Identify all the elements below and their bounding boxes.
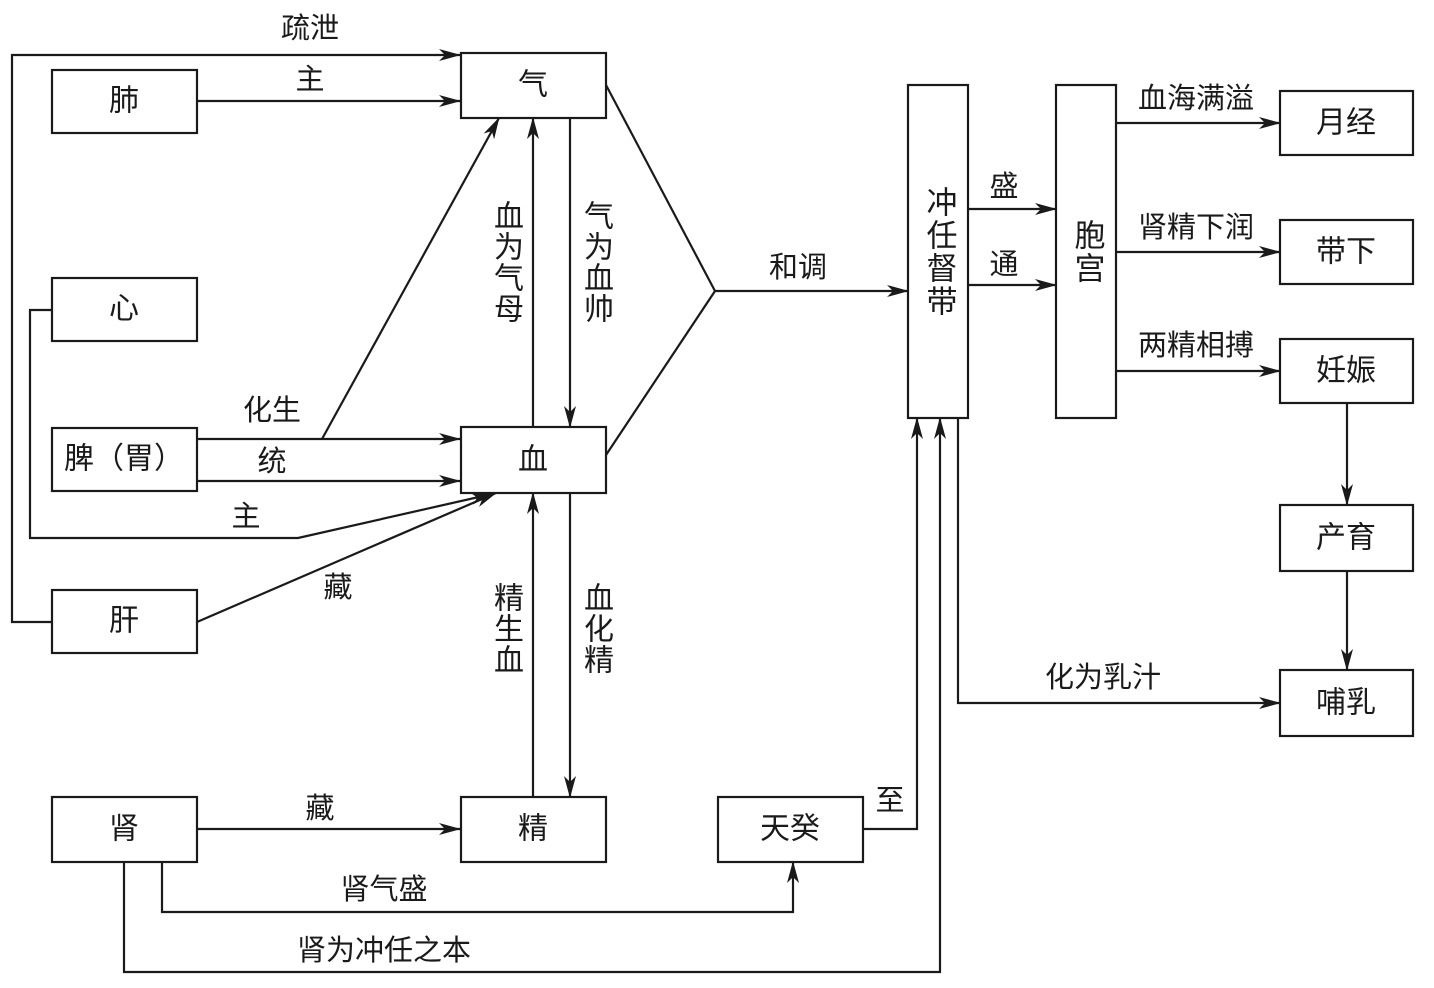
edge-kidney-chongren <box>122 417 946 974</box>
label-spleen-qi: 化生 <box>243 393 301 427</box>
label-harmony: 和调 <box>769 250 827 284</box>
node-kidney-label: 肾 <box>109 812 139 847</box>
label-liver-qi: 疏泄 <box>281 11 339 45</box>
edge-spleen-qi <box>321 117 500 440</box>
label-kidney-root: 肾为冲任之本 <box>297 933 471 967</box>
label-blood-to-essence: 血化精 <box>578 582 613 675</box>
label-two-essences: 两精相搏 <box>1138 328 1254 362</box>
node-leukorrhea: 带下 <box>1278 218 1415 286</box>
node-qi: 气 <box>459 51 608 120</box>
edge-liver-qi <box>10 49 461 624</box>
node-birth-label: 产育 <box>1316 521 1376 556</box>
node-blood-label: 血 <box>518 443 548 478</box>
label-heart-blood: 主 <box>231 499 260 533</box>
label-unobstructed: 通 <box>989 247 1018 281</box>
label-to-milk: 化为乳汁 <box>1045 660 1161 694</box>
node-qi-label: 气 <box>518 68 548 103</box>
edge-liver-blood <box>196 491 497 624</box>
label-blood-to-qi: 血为气母 <box>488 200 523 324</box>
edge-qi-converge <box>605 84 717 456</box>
node-tiangui: 天癸 <box>716 795 865 864</box>
node-liver: 肝 <box>50 588 199 655</box>
node-chongren: 冲任督带 <box>906 83 970 420</box>
label-prosperous: 盛 <box>989 169 1018 203</box>
node-heart: 心 <box>50 276 199 343</box>
node-tiangui-label: 天癸 <box>760 812 820 847</box>
edge-heart-blood <box>28 308 493 540</box>
label-kidney-essence: 藏 <box>305 791 334 825</box>
node-essence: 精 <box>459 795 608 864</box>
node-heart-label: 心 <box>109 292 139 327</box>
node-essence-label: 精 <box>518 812 548 847</box>
node-uterus-label: 胞宫 <box>1068 219 1105 285</box>
node-pregnancy: 妊娠 <box>1278 337 1415 405</box>
label-liver-blood: 藏 <box>323 570 352 604</box>
label-arrive: 至 <box>875 783 904 817</box>
label-kidney-moisten: 肾精下润 <box>1138 210 1254 244</box>
label-kidney-qi-full: 肾气盛 <box>340 872 427 906</box>
node-liver-label: 肝 <box>109 604 139 639</box>
edge-tiangui-chongren <box>863 417 923 831</box>
node-lung-label: 肺 <box>109 84 139 119</box>
label-blood-sea: 血海满溢 <box>1138 81 1254 115</box>
label-qi-to-blood: 气为血帅 <box>578 200 613 324</box>
node-spleen-label: 脾（胃） <box>64 442 184 477</box>
node-kidney: 肾 <box>50 795 199 864</box>
node-leukorrhea-label: 带下 <box>1316 235 1376 270</box>
label-lung-qi: 主 <box>295 62 324 96</box>
edge-to-milk <box>956 418 1281 709</box>
node-pregnancy-label: 妊娠 <box>1316 354 1376 389</box>
edge-kidney-tiangui <box>160 861 799 914</box>
label-spleen-blood: 统 <box>257 444 286 478</box>
node-chongren-label: 冲任督带 <box>920 185 957 318</box>
node-lactation-label: 哺乳 <box>1316 686 1376 721</box>
node-menses: 月经 <box>1278 89 1415 157</box>
node-blood: 血 <box>459 425 608 495</box>
node-spleen: 脾（胃） <box>50 426 199 493</box>
node-birth: 产育 <box>1278 503 1415 573</box>
node-uterus: 胞宫 <box>1054 83 1118 420</box>
label-essence-to-blood: 精生血 <box>488 582 523 675</box>
node-menses-label: 月经 <box>1316 106 1376 141</box>
node-lung: 肺 <box>50 68 199 135</box>
node-lactation: 哺乳 <box>1278 668 1415 738</box>
